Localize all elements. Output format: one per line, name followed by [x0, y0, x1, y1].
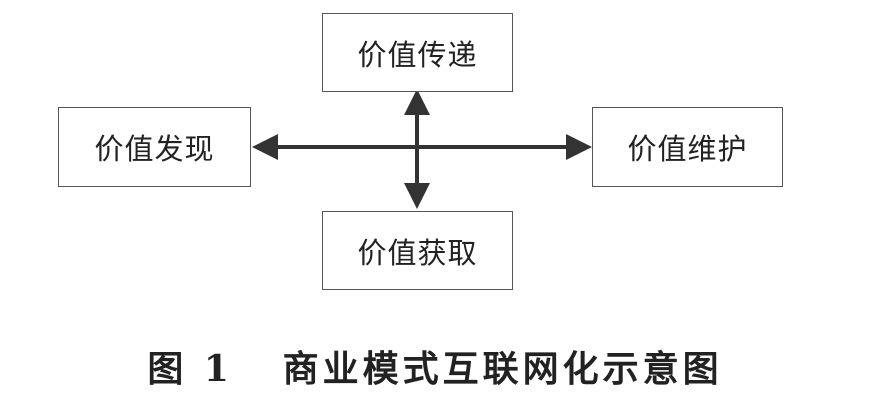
node-label: 价值维护 [627, 132, 748, 166]
node-label: 价值发现 [94, 132, 215, 166]
node-value-maintenance: 价值维护 [592, 107, 783, 187]
figure-caption: 图 1 商业模式互联网化示意图 [0, 340, 870, 392]
node-value-discovery: 价值发现 [58, 107, 251, 187]
arrowhead-up [404, 89, 430, 115]
arrowhead-down [404, 183, 430, 209]
figure-number: 图 1 [147, 348, 233, 390]
figure-title: 商业模式互联网化示意图 [282, 348, 723, 390]
node-value-delivery: 价值传递 [322, 13, 513, 92]
node-label: 价值获取 [357, 235, 478, 270]
arrowhead-right [566, 134, 592, 160]
node-value-capture: 价值获取 [322, 211, 513, 290]
arrowhead-left [252, 134, 278, 160]
node-label: 价值传递 [357, 37, 478, 72]
